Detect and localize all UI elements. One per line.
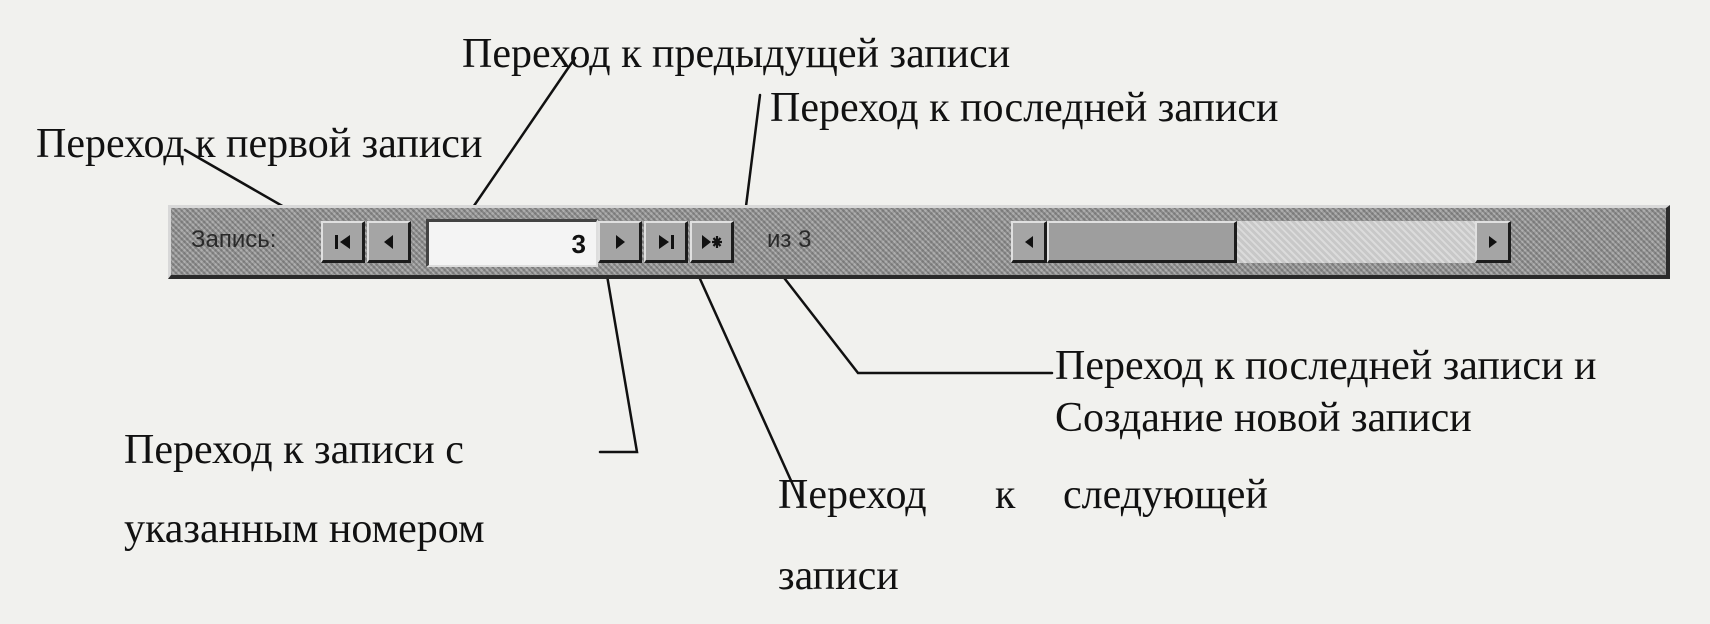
previous-record-icon xyxy=(383,234,393,249)
record-navigation-bar: Запись: 3 из 3 xyxy=(168,205,1670,279)
next-record-button[interactable] xyxy=(598,221,642,263)
annotation-first-record: Переход к первой записи xyxy=(36,121,483,167)
scrollbar-thumb[interactable] xyxy=(1047,221,1237,263)
annotation-next-record-word1: Переход xyxy=(778,472,927,518)
annotation-last-and-new-line1: Переход к последней записи и xyxy=(1055,343,1597,389)
scroll-left-button[interactable] xyxy=(1011,221,1047,263)
scroll-right-button[interactable] xyxy=(1475,221,1511,263)
annotation-last-record: Переход к последней записи xyxy=(770,85,1279,131)
annotation-next-record-word3: следующей xyxy=(1063,472,1268,518)
annotation-next-record-word2: к xyxy=(995,472,1016,518)
horizontal-scrollbar[interactable] xyxy=(1011,221,1511,263)
last-record-icon xyxy=(658,234,674,249)
annotation-last-and-new-line2: Создание новой записи xyxy=(1055,395,1472,441)
first-record-button[interactable] xyxy=(321,221,365,263)
scroll-right-arrow-icon xyxy=(1488,235,1497,248)
first-record-icon xyxy=(334,234,350,249)
annotation-next-record-line2: записи xyxy=(778,553,899,599)
record-label: Запись: xyxy=(191,226,277,253)
new-record-icon xyxy=(701,234,722,249)
leader-last-and-new xyxy=(776,268,1054,375)
new-record-button[interactable] xyxy=(690,221,734,263)
annotation-previous-record: Переход к предыдущей записи xyxy=(462,31,1011,77)
annotation-specified-number-line1: Переход к записи с xyxy=(124,427,464,473)
annotation-specified-number-line2: указанным номером xyxy=(124,506,485,552)
record-number-input[interactable]: 3 xyxy=(426,219,598,267)
previous-record-button[interactable] xyxy=(367,221,411,263)
last-record-button[interactable] xyxy=(644,221,688,263)
record-count-label: из 3 xyxy=(767,226,812,253)
next-record-icon xyxy=(615,234,625,249)
scroll-left-arrow-icon xyxy=(1024,235,1033,248)
